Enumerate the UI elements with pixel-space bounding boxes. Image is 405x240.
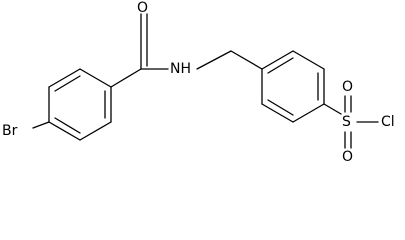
atom-o-sulfonyl-bottom: O	[342, 149, 353, 165]
benzyl-ring	[261, 50, 325, 123]
ring-carbonyl-bond	[110, 68, 142, 88]
carbonyl-double-bond	[140, 13, 148, 70]
chemical-structure: Br O NH S O O Cl	[2, 0, 395, 165]
c-br-bond	[32, 121, 50, 129]
atom-br: Br	[2, 123, 18, 139]
bromophenyl-ring	[48, 68, 112, 141]
atom-cl: Cl	[381, 114, 395, 130]
atom-o-amide: O	[137, 0, 148, 16]
ring-s-bond	[323, 103, 342, 115]
s-o-top-double-bond	[344, 95, 352, 113]
ch2-ring-bond	[230, 50, 263, 70]
atom-o-sulfonyl-top: O	[342, 79, 353, 95]
n-ch2-bond	[196, 50, 232, 70]
atom-nh: NH	[170, 61, 191, 77]
atom-s: S	[342, 114, 351, 130]
s-o-bottom-double-bond	[344, 131, 352, 149]
